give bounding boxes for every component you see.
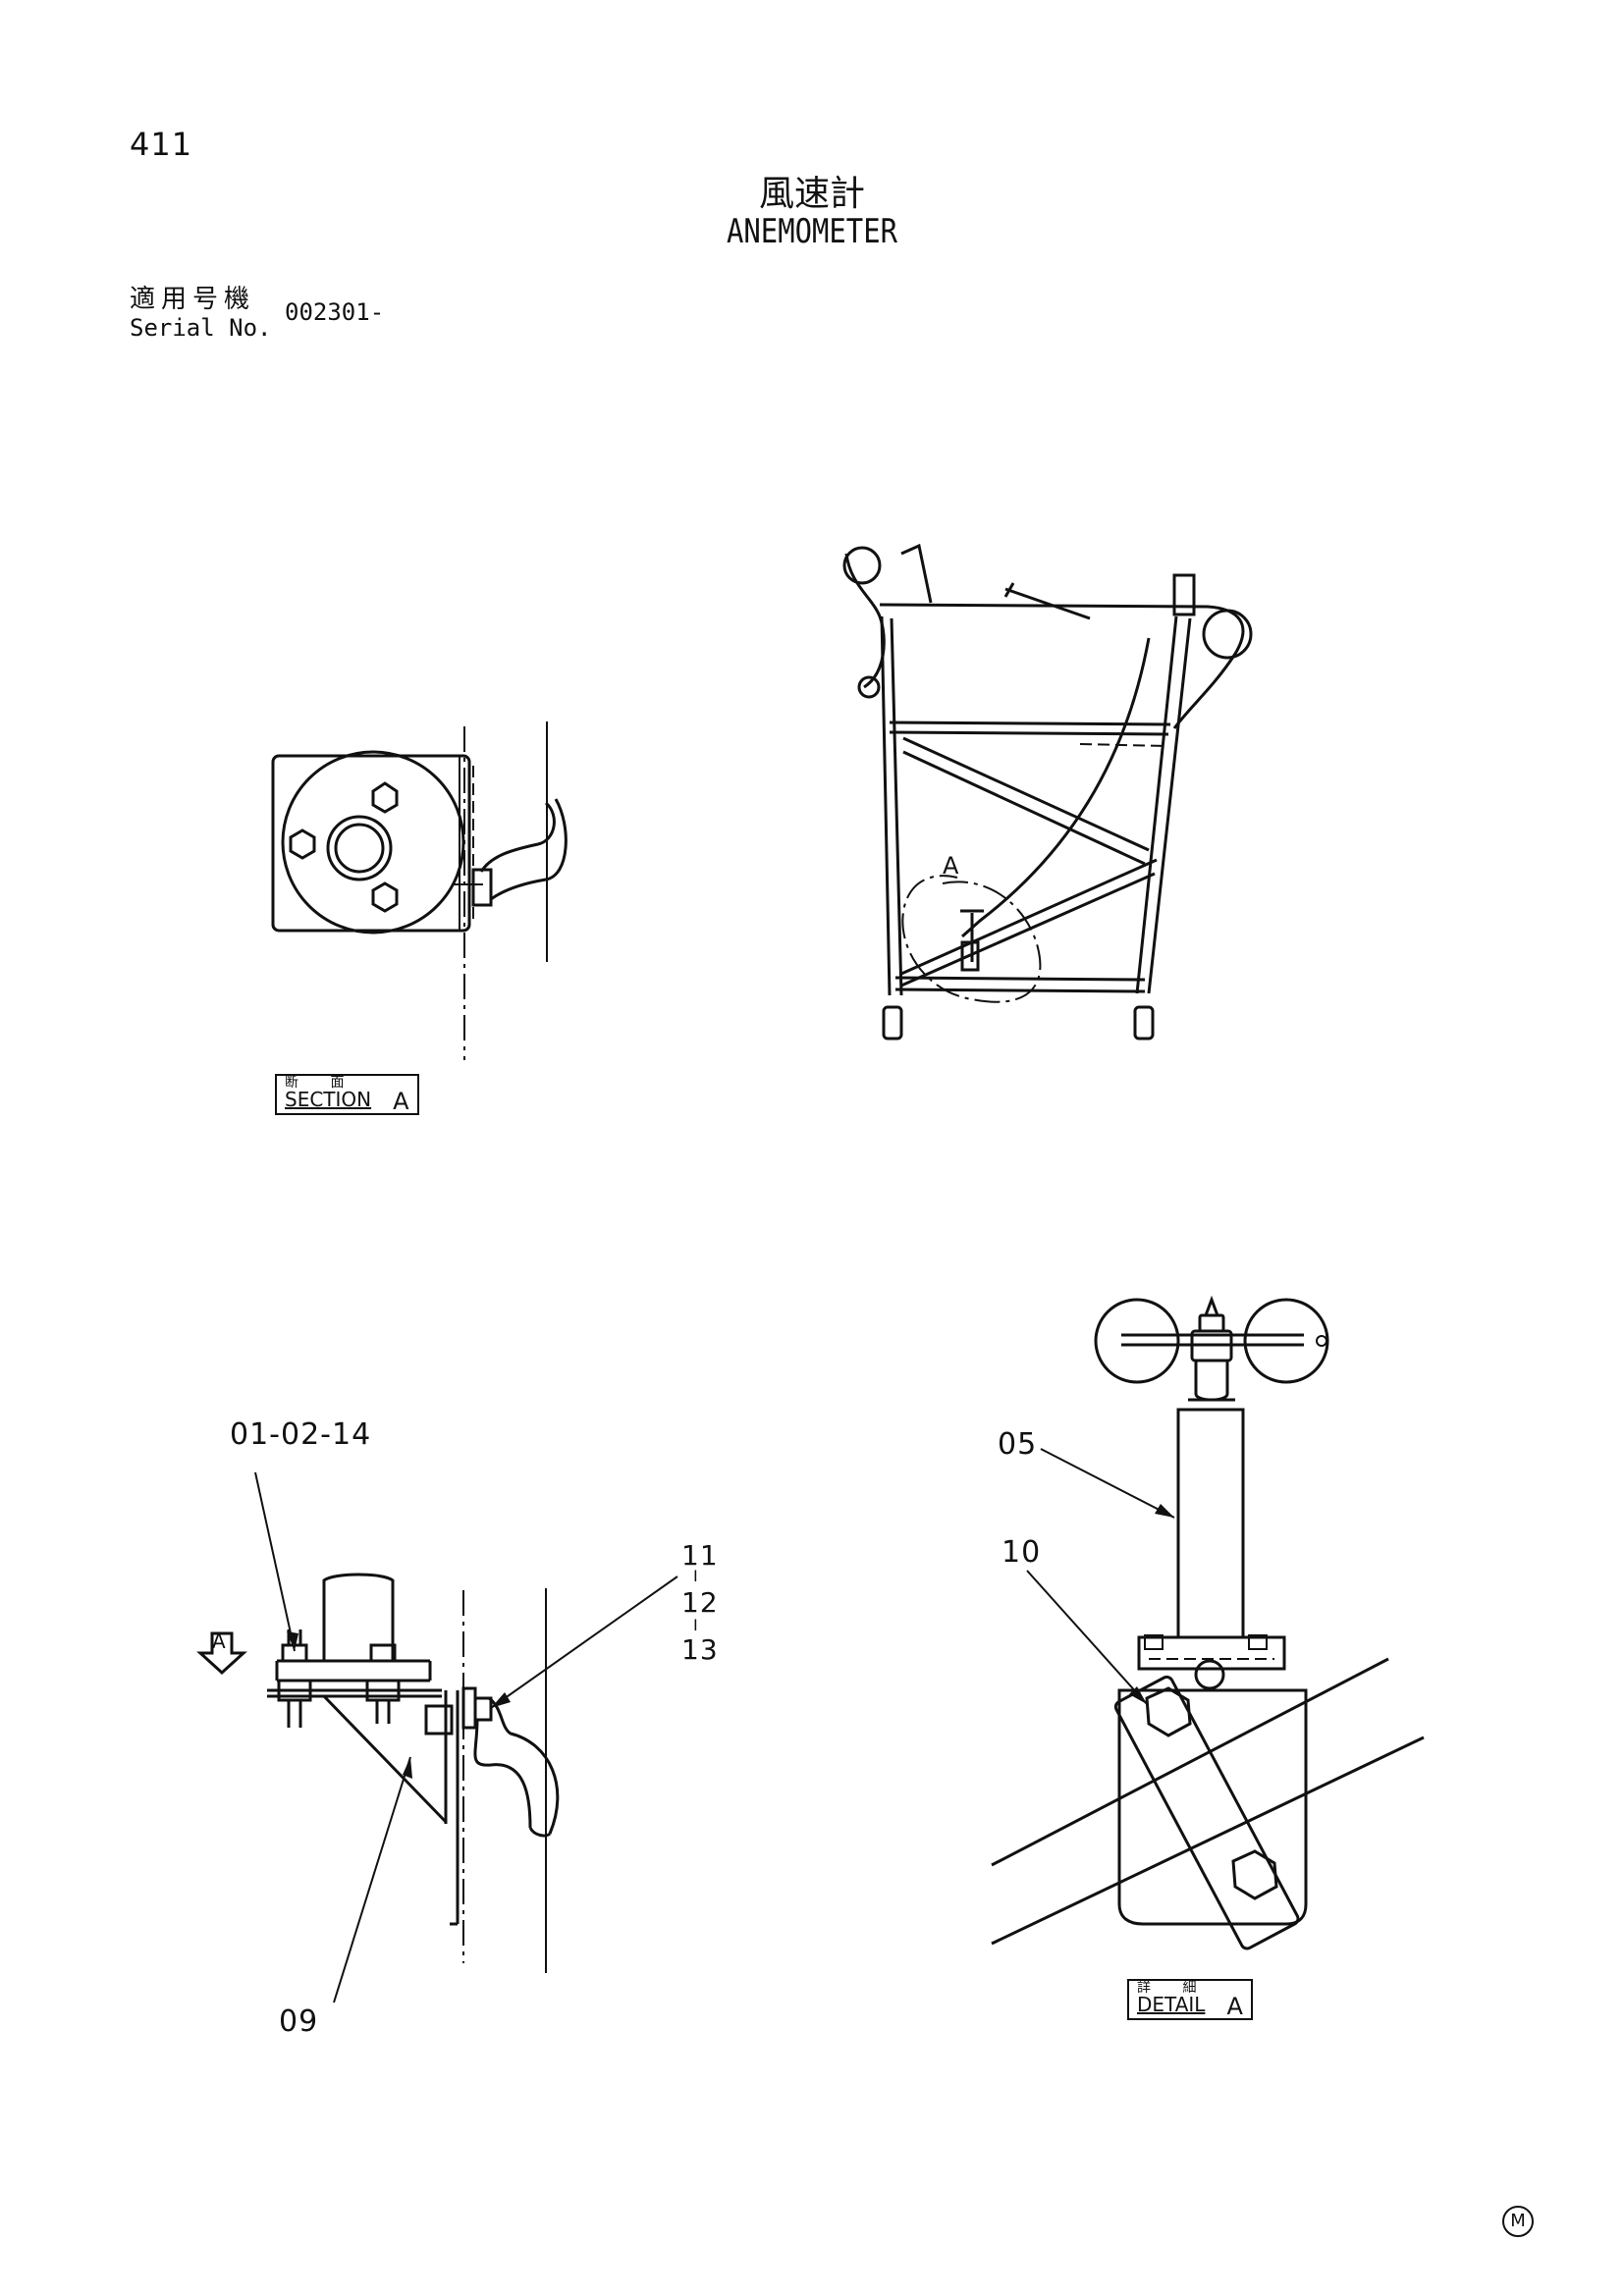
callout-01-02-14: 01-02-14 [230, 1417, 372, 1452]
section-label-letter: A [393, 1088, 409, 1115]
callout-13: 13 [681, 1633, 719, 1666]
serial-label: Serial No. [130, 314, 272, 342]
callout-09: 09 [279, 2004, 319, 2039]
callout-sep-1: I [693, 1567, 699, 1585]
section-label-jp: 断 面 [285, 1075, 358, 1091]
callout-05: 05 [998, 1427, 1038, 1462]
detail-label-letter: A [1226, 1993, 1243, 2020]
callout-10: 10 [1001, 1535, 1042, 1570]
section-a-label: 断 面 SECTION A [275, 1074, 419, 1115]
callout-12: 12 [681, 1586, 719, 1619]
bracket-drawing [196, 1471, 678, 2003]
serial-value: 002301- [285, 298, 385, 326]
detail-a-drawing [991, 1295, 1425, 1950]
view-marker-a: A [943, 852, 959, 880]
detail-label-jp: 詳 細 [1137, 1980, 1211, 1996]
serial-label-jp: 適用号機 [130, 285, 256, 314]
page-number: 411 [130, 126, 193, 163]
section-label-en: SECTION [285, 1088, 372, 1111]
page-title: ANEMOMETER [726, 212, 897, 251]
detail-label-en: DETAIL [1137, 1993, 1206, 2016]
detail-a-label: 詳 細 DETAIL A [1127, 1979, 1253, 2020]
callout-11: 11 [681, 1539, 719, 1572]
overview-drawing [842, 543, 1253, 1041]
section-a-drawing [271, 721, 568, 1060]
view-arrow-letter: A [212, 1629, 226, 1653]
page-title-jp: 風速計 [758, 174, 865, 214]
callout-sep-2: I [693, 1616, 699, 1634]
manufacturer-mark: M [1502, 2206, 1534, 2237]
